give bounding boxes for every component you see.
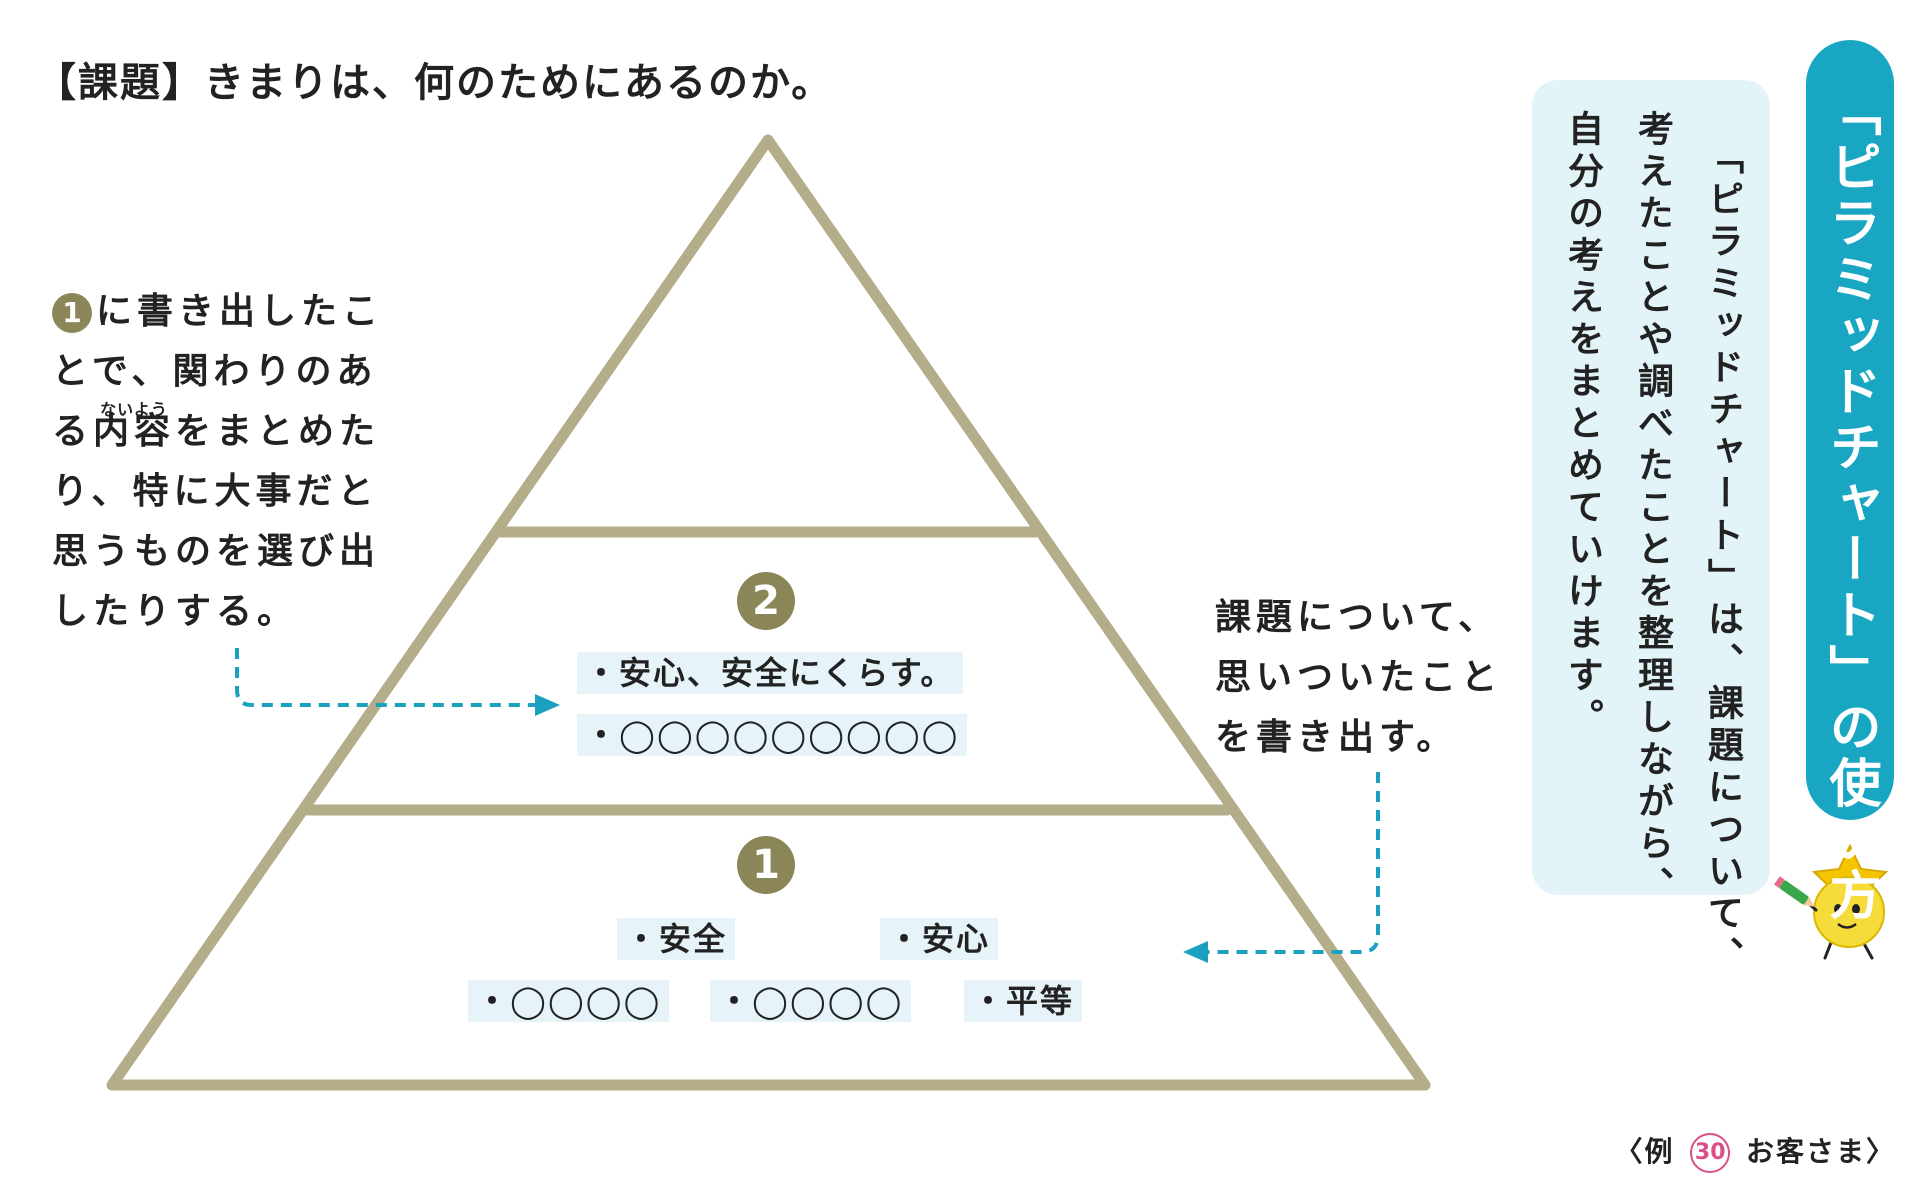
right-arrow: [1206, 772, 1380, 954]
footer-post: お客さま〉: [1745, 1135, 1896, 1168]
level1-item-5: ・平等: [964, 980, 1083, 1022]
how-to-col-2: 考えたことや調べたことを整理しながら、: [1632, 110, 1673, 908]
level2-item-2: ・◯◯◯◯◯◯◯◯◯: [577, 714, 968, 756]
left-note-badge: 1: [52, 293, 92, 333]
left-note-line-1-text: に書き出したこ: [96, 291, 384, 332]
how-to-title-band: 「ピラミッドチャート」の使い方: [1806, 40, 1894, 924]
level2-item-1: ・安心、安全にくらす。: [577, 652, 963, 694]
left-arrow: [235, 648, 538, 707]
left-note-line-2: とで、関わりのあ: [52, 351, 378, 392]
right-note: 課題について、 思いついたこと を書き出す。: [1215, 588, 1502, 768]
right-note-line-3: を書き出す。: [1215, 717, 1458, 758]
footer-example-label: 〈例 30 お客さま〉: [1614, 1130, 1896, 1173]
level1-badge: 1: [737, 836, 795, 894]
footer-pre: 〈例: [1614, 1135, 1675, 1168]
right-note-line-1: 課題について、: [1215, 597, 1500, 638]
level1-item-2: ・安心: [880, 918, 999, 960]
furigana-word: ないよう内容: [93, 400, 176, 462]
pyramid-outline: [106, 134, 1431, 1091]
right-note-line-2: 思いついたこと: [1215, 657, 1503, 698]
mascot-icon: [1774, 843, 1889, 960]
left-note-line-4: り、特に大事だと: [52, 471, 379, 512]
level1-item-3: ・◯◯◯◯: [468, 980, 670, 1022]
level1-item-1: ・安全: [617, 918, 736, 960]
left-note-line-6: したりする。: [52, 591, 299, 632]
footer-number-badge: 30: [1690, 1133, 1731, 1173]
left-note-kanji: 内容: [93, 411, 176, 452]
how-to-title: 「ピラミッドチャート」の使い方: [1820, 84, 1880, 924]
how-to-col-3: 自分の考えをまとめていけます。: [1562, 110, 1603, 740]
left-arrow-head: [535, 694, 560, 716]
level2-badge: 2: [737, 572, 795, 630]
level1-item-4: ・◯◯◯◯: [710, 980, 912, 1022]
left-note-line-3-pre: る: [52, 411, 94, 452]
left-note-line-3-post: をまとめた: [175, 411, 381, 452]
right-arrow-head: [1183, 941, 1208, 963]
task-title: 【課題】きまりは、何のためにあるのか。: [36, 60, 834, 106]
left-note-line-5: 思うものを選び出: [52, 531, 381, 572]
how-to-box: 「ピラミッドチャート」は、課題について、 考えたことや調べたことを整理しながら、…: [1532, 80, 1770, 978]
left-note-line-3: るないよう内容をまとめた: [52, 400, 383, 462]
how-to-col-1: 「ピラミッドチャート」は、課題について、: [1702, 138, 1743, 978]
furigana: ないよう: [100, 400, 168, 419]
